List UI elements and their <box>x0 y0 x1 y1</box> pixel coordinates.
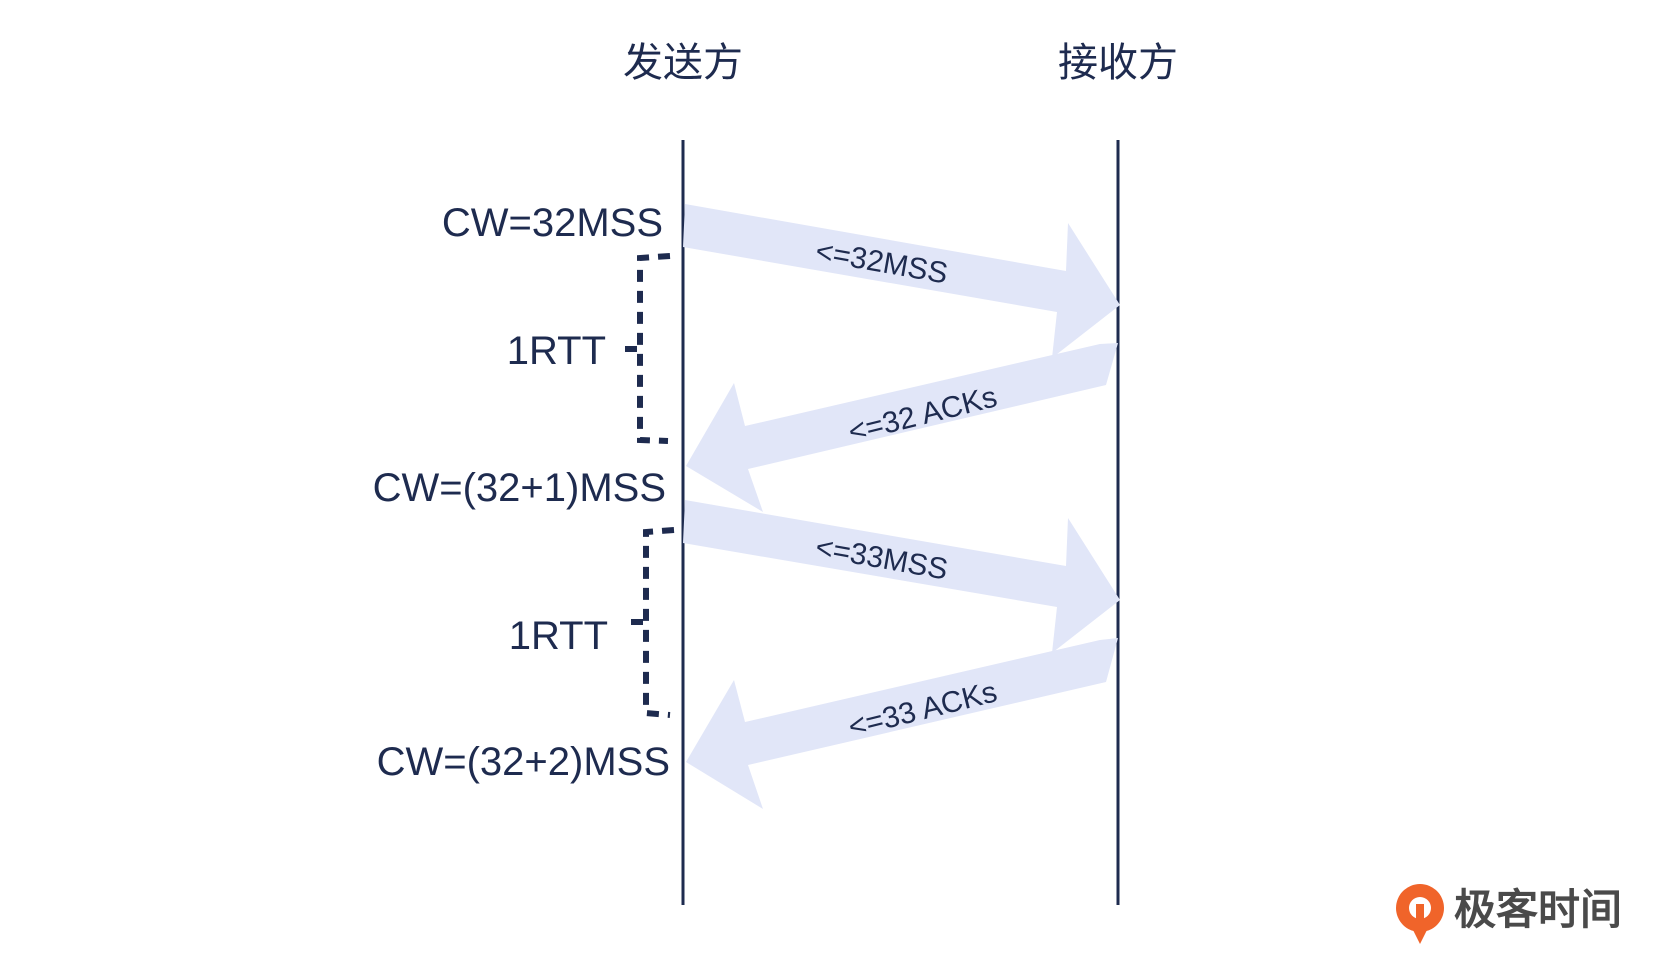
brand-logo: 极客时间 <box>1396 884 1622 944</box>
cw-label-3: CW=(32+2)MSS <box>377 740 670 784</box>
ack-arrow-2 <box>686 638 1118 809</box>
segment-arrow-1 <box>683 204 1120 358</box>
rtt-label-2: 1RTT <box>509 614 608 658</box>
brand-logo-text: 极客时间 <box>1454 885 1622 934</box>
ack-arrow-1 <box>686 343 1118 512</box>
cw-label-1: CW=32MSS <box>442 201 663 245</box>
cw-label-2: CW=(32+1)MSS <box>373 466 666 510</box>
rtt-bracket-2 <box>643 527 675 718</box>
segment-arrow-2 <box>683 500 1120 653</box>
rtt-label-1: 1RTT <box>507 329 606 373</box>
sender-heading: 发送方 <box>623 40 743 86</box>
rtt-bracket-1 <box>637 253 671 444</box>
receiver-heading: 接收方 <box>1058 40 1178 86</box>
brand-logo-icon <box>1396 884 1444 944</box>
